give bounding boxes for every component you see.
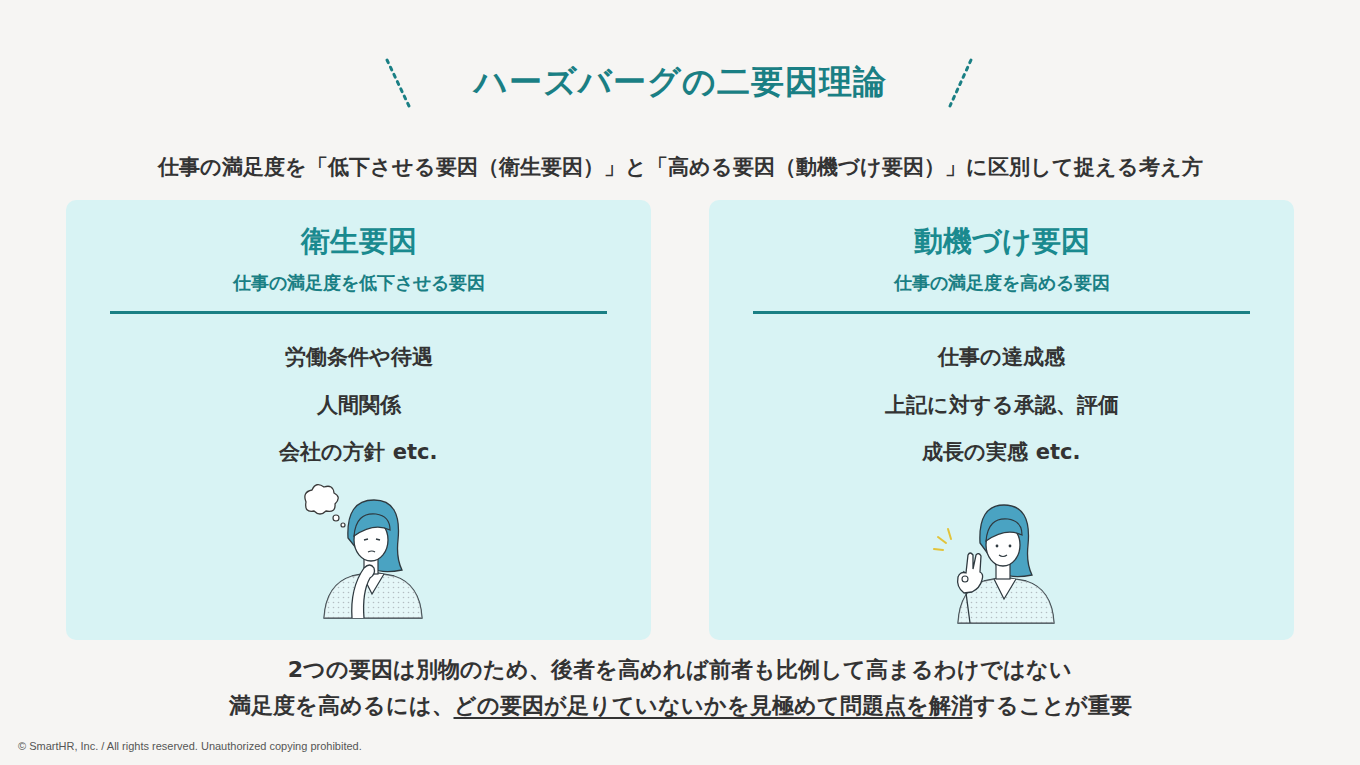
factor-subheading: 仕事の満足度を高める要因 [709, 270, 1294, 295]
factor-item: 会社の方針 etc. [66, 438, 651, 466]
factor-panel: 動機づけ要因仕事の満足度を高める要因仕事の達成感上記に対する承認、評価成長の実感… [709, 200, 1294, 640]
factor-item: 人間関係 [66, 391, 651, 419]
copyright: © SmartHR, Inc. / All rights reserved. U… [18, 740, 362, 752]
factor-panel: 衛生要因仕事の満足度を低下させる要因労働条件や待遇人間関係会社の方針 etc. [66, 200, 651, 640]
factor-item: 仕事の達成感 [709, 343, 1294, 371]
factor-heading: 衛生要因 [66, 222, 651, 262]
factor-item: 成長の実感 etc. [709, 438, 1294, 466]
divider-line [110, 311, 607, 314]
ok-person [924, 485, 1124, 645]
factor-subheading: 仕事の満足度を低下させる要因 [66, 270, 651, 295]
divider-line [753, 311, 1250, 314]
factor-item: 上記に対する承認、評価 [709, 391, 1294, 419]
slide-title: ハーズバーグの二要因理論 [0, 60, 1360, 105]
note-line: することが重要 [973, 691, 1132, 720]
worried-person [296, 480, 496, 640]
subtitle: 仕事の満足度を「低下させる要因（衛生要因）」と「高める要因（動機づけ要因）」に区… [0, 153, 1360, 181]
dash-left [387, 60, 409, 106]
dash-right [950, 60, 971, 106]
note-row: 満足度を高めるには、どの要因が足りていないかを見極めて問題点を解消することが重要 [0, 691, 1360, 720]
factor-heading: 動機づけ要因 [709, 222, 1294, 262]
note-line: 2つの要因は別物のため、後者を高めれば前者も比例して高まるわけではない [0, 655, 1360, 685]
emphasis-note: どの要因が足りていないかを見極めて問題点を解消 [454, 691, 973, 720]
factor-item: 労働条件や待遇 [66, 343, 651, 371]
note-line: 満足度を高めるには、 [229, 691, 454, 720]
